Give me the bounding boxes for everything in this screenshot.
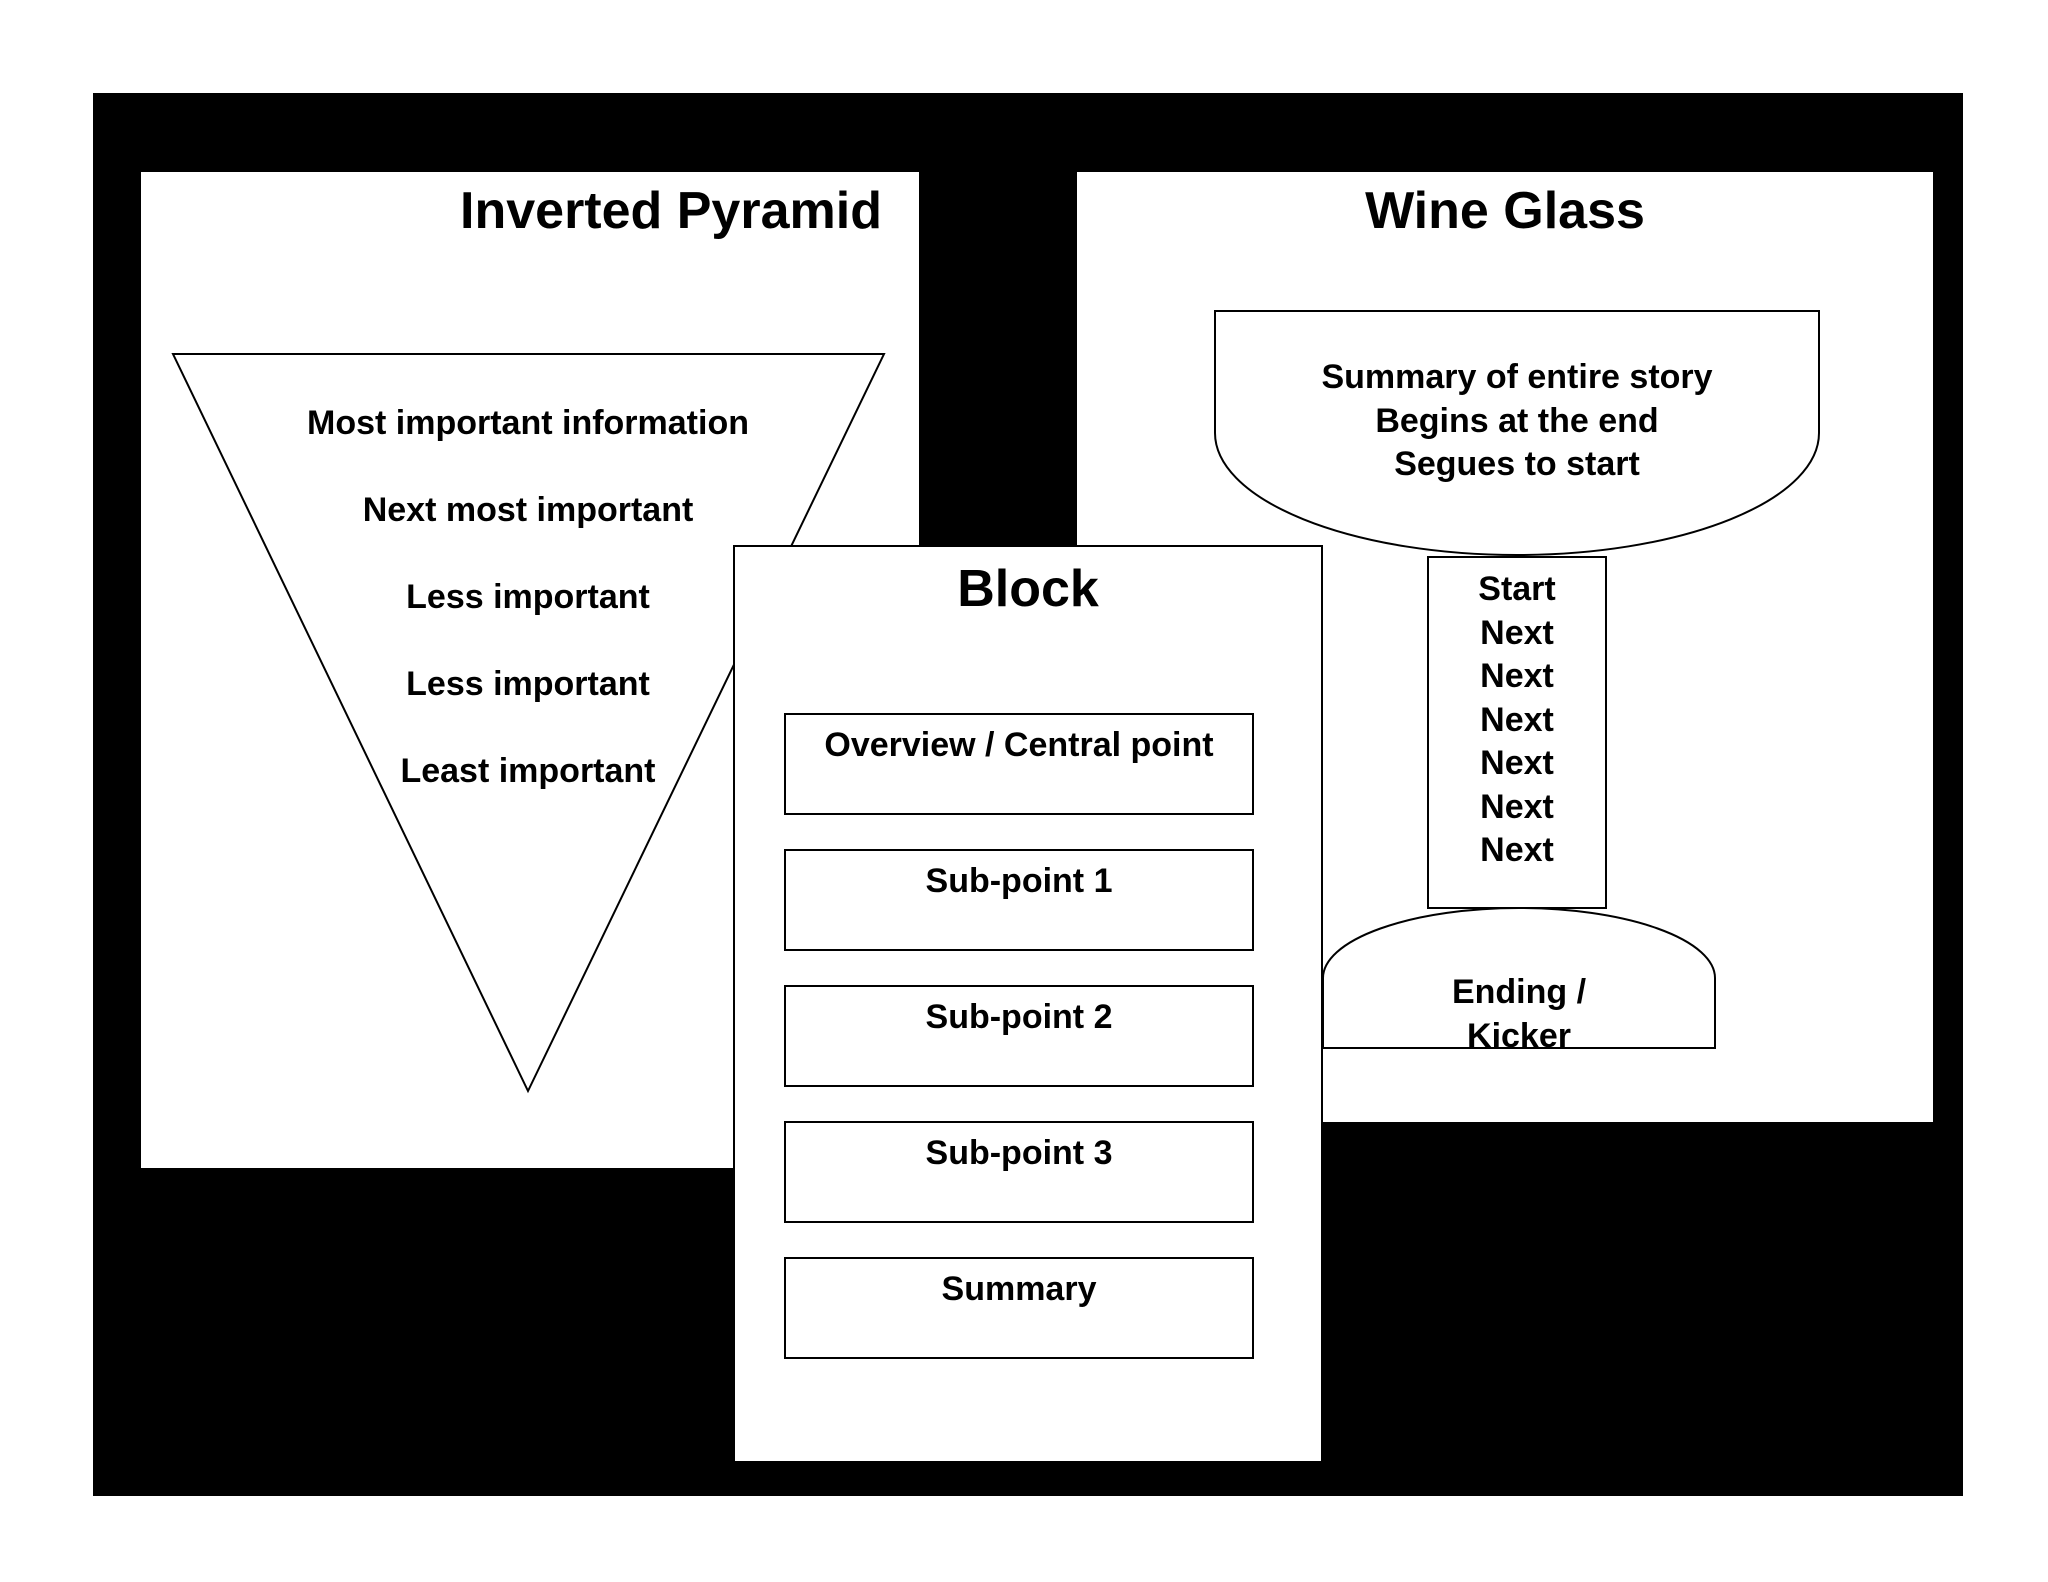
block-box-sub-point-2: Sub-point 2 bbox=[784, 985, 1254, 1087]
pyramid-level-2: Next most important bbox=[362, 491, 694, 529]
block-box-sub-point-3: Sub-point 3 bbox=[784, 1121, 1254, 1223]
wine-base-text-clip: Ending / Kicker bbox=[1323, 960, 1715, 1048]
block-box-overview: Overview / Central point bbox=[784, 713, 1254, 815]
wine-stem-line-1: Start bbox=[1478, 570, 1556, 608]
pyramid-level-5: Least important bbox=[400, 752, 656, 790]
wine-base-line-1: Ending / bbox=[1451, 973, 1587, 1011]
block-panel: Block Overview / Central point Sub-point… bbox=[733, 545, 1323, 1463]
wine-glass-bowl bbox=[1214, 310, 1820, 556]
block-box-summary: Summary bbox=[784, 1257, 1254, 1359]
inverted-pyramid-triangle bbox=[171, 353, 886, 1094]
block-title: Block bbox=[957, 560, 1099, 618]
inverted-pyramid-title: Inverted Pyramid bbox=[460, 182, 882, 240]
wine-glass-base bbox=[1322, 907, 1716, 1049]
wine-stem-line-7: Next bbox=[1480, 831, 1554, 869]
wine-glass-title: Wine Glass bbox=[1365, 182, 1645, 240]
wine-bowl-line-3: Segues to start bbox=[1394, 445, 1640, 483]
pyramid-level-1: Most important information bbox=[307, 404, 749, 442]
pyramid-level-4: Less important bbox=[406, 665, 650, 703]
wine-stem-line-3: Next bbox=[1480, 657, 1554, 695]
wine-stem-line-5: Next bbox=[1480, 744, 1554, 782]
wine-stem-line-6: Next bbox=[1480, 788, 1554, 826]
wine-stem-line-2: Next bbox=[1480, 614, 1554, 652]
wine-stem-line-4: Next bbox=[1480, 701, 1554, 739]
wine-bowl-line-2: Begins at the end bbox=[1375, 402, 1659, 440]
wine-base-line-2: Kicker bbox=[1467, 1017, 1571, 1048]
pyramid-level-3: Less important bbox=[406, 578, 650, 616]
wine-bowl-line-1: Summary of entire story bbox=[1321, 358, 1713, 396]
block-box-sub-point-1: Sub-point 1 bbox=[784, 849, 1254, 951]
wine-glass-stem bbox=[1427, 556, 1607, 909]
